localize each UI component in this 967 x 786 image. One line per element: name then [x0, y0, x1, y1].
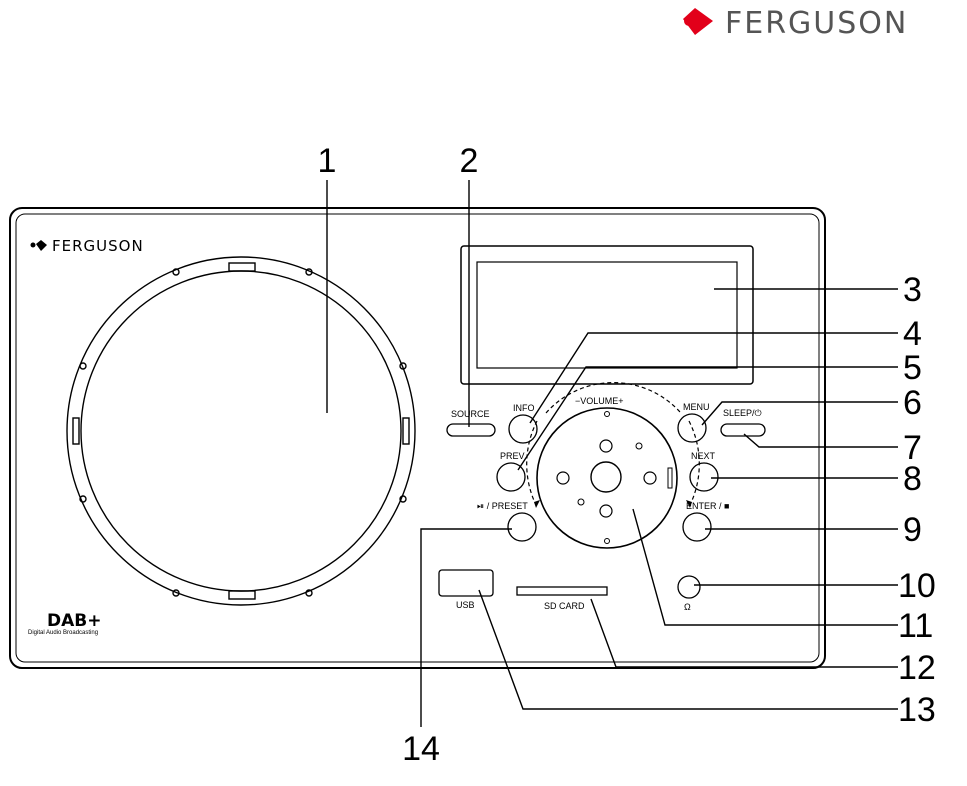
- callout-8: 8: [903, 460, 922, 498]
- usb-port[interactable]: [438, 569, 494, 597]
- volume-knob[interactable]: [526, 381, 700, 549]
- source-label: SOURCE: [451, 409, 490, 419]
- callout-5: 5: [903, 349, 922, 387]
- callout-6: 6: [903, 384, 922, 422]
- callout-13: 13: [898, 691, 936, 729]
- callout-11: 11: [898, 607, 933, 645]
- prev-label: PREV: [500, 451, 525, 461]
- device-logo-arrow-icon: [30, 240, 47, 251]
- device-logo-text: FERGUSON: [52, 237, 144, 255]
- device-logo: FERGUSON: [30, 237, 144, 255]
- sd-card-label: SD CARD: [544, 601, 585, 611]
- device-body: [9, 207, 826, 669]
- leader-lines: [326, 180, 898, 727]
- sleep-button[interactable]: [720, 423, 766, 437]
- next-button[interactable]: [689, 462, 719, 492]
- brand-logo: FERGUSON: [683, 6, 908, 41]
- speaker-grille: [66, 256, 416, 606]
- preset-label: ⏯ / PRESET: [477, 501, 528, 511]
- info-label: INFO: [513, 403, 535, 413]
- sd-card-slot[interactable]: [516, 586, 608, 596]
- dab-logo: DAB+ Digital Audio Broadcasting: [28, 611, 101, 636]
- headphone-icon: Ω: [684, 602, 691, 612]
- callout-2: 2: [460, 142, 479, 180]
- source-button[interactable]: [446, 423, 496, 437]
- callout-4: 4: [903, 315, 922, 353]
- dab-logo-text: DAB+: [47, 611, 101, 631]
- volume-label: −VOLUME+: [575, 396, 624, 406]
- callout-3: 3: [903, 271, 922, 309]
- play-preset-button[interactable]: [507, 512, 537, 542]
- sleep-label: SLEEP/⏻: [723, 408, 762, 418]
- next-label: NEXT: [691, 451, 716, 461]
- enter-label: ENTER / ■: [686, 501, 729, 511]
- callout-9: 9: [903, 511, 922, 549]
- callout-7: 7: [903, 429, 922, 467]
- callout-10: 10: [898, 567, 936, 605]
- dab-caption: Digital Audio Broadcasting: [28, 630, 98, 636]
- display-window: [460, 245, 754, 385]
- enter-stop-button[interactable]: [682, 512, 712, 542]
- menu-button[interactable]: [677, 413, 707, 443]
- menu-label: MENU: [683, 402, 710, 412]
- info-button[interactable]: [508, 414, 538, 444]
- callout-numbers: 1 2 3 4 5 6 7 8 9 10 11 12 13 14: [318, 142, 936, 768]
- usb-label: USB: [456, 600, 475, 610]
- brand-arrow-icon: [683, 8, 713, 35]
- callout-12: 12: [898, 649, 936, 687]
- callout-1: 1: [318, 142, 337, 180]
- headphone-jack[interactable]: [677, 575, 701, 599]
- prev-button[interactable]: [496, 462, 526, 492]
- brand-name: FERGUSON: [725, 6, 908, 41]
- callout-14: 14: [402, 730, 440, 768]
